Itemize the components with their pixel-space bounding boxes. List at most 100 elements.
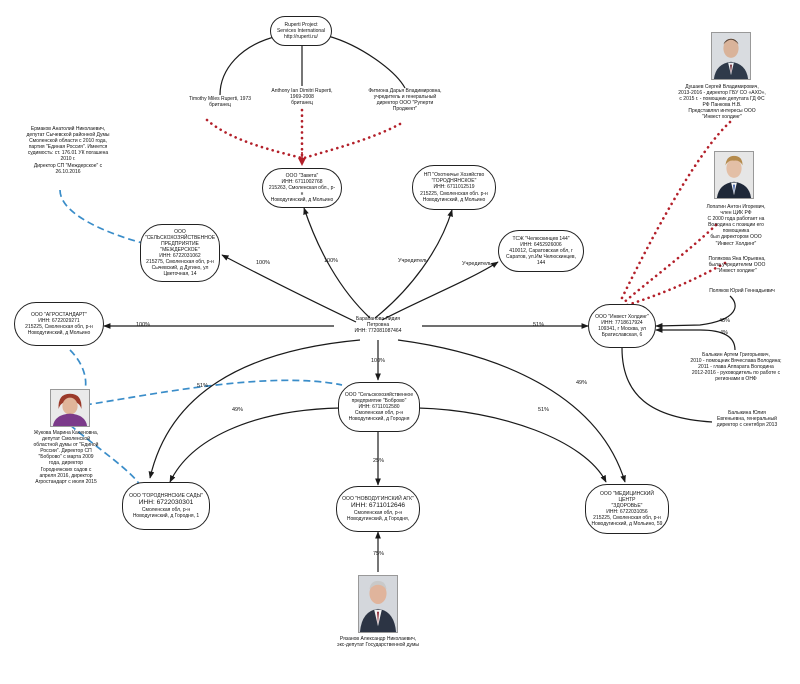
node-mezhdersky-line-3: ПРЕДПРИЯТИЕ [161, 240, 199, 247]
photo-lopatin [714, 151, 754, 199]
node-zdorovie[interactable]: ООО "МЕДИЦИНСКИЙ ЦЕНТР "ЗДОРОВЬЕ" ИНН: 6… [585, 484, 669, 534]
edge-center-mezhdersky [221, 254, 357, 323]
label-dushaev-line-2: 2013-2016 - директор ГБУ СО «АХО», [678, 90, 766, 97]
label-fitiona-line-3: директор ООО "Руперти [376, 100, 434, 107]
node-invest[interactable]: ООО "Инвест Холдинг" ИНН: 7718617924 109… [588, 304, 656, 348]
pct-agrostandart: 100% [136, 322, 151, 328]
label-polyakova-line-2: была учредителем ООО [708, 262, 766, 269]
node-invest-line-4: Братиславская, 6 [601, 332, 643, 339]
node-ruperti[interactable]: Ruperti Project Services International h… [270, 16, 332, 46]
node-agk[interactable]: ООО "НОВОДУГИНСКИЙ АГК" ИНН: 6711012646 … [336, 486, 420, 532]
node-tszh-line-5: 144 [536, 260, 546, 267]
node-zdorovie-line-5: Новодугинский, д Мольино, 59 [591, 521, 663, 528]
node-zaveta-line-2: ИНН: 6711002768 [281, 178, 323, 185]
edge-zhukova-bobrovo [84, 379, 343, 406]
label-zhukova-line-9: Агростандарт с июля 2015 [35, 478, 97, 485]
node-gorodnya-line-2: Смоленская обл, р-н [141, 507, 191, 514]
label-lopatin-line-5: помощника [722, 228, 750, 235]
label-polyakova: Полякова Яна Юрьевна, была учредителем О… [690, 256, 784, 274]
label-timothy-line-1: Timothy Miles Ruperti, 1973 [188, 96, 252, 102]
label-ermakov-line-4: партия "Единая Россия". Имеется [28, 144, 108, 151]
label-balykin-line-4: 2012-2016 - руководитель по работе с [691, 370, 781, 377]
edge-center-gorodnya [148, 339, 361, 479]
node-invest-line-1: ООО "Инвест Холдинг" [595, 313, 649, 320]
label-balykina-line-3: директор с сентября 2013 [716, 422, 778, 429]
label-zhukova: Жукова Марина Касеновна, депутат Смоленс… [22, 430, 110, 485]
edge-ruperti-timothy [219, 35, 279, 96]
edge-timothy-zaveta [205, 118, 304, 160]
node-mezhdersky-line-2: "СЕЛЬСКОХОЗЯЙСТВЕННОЕ [144, 234, 216, 241]
label-lopatin-line-7: "Инвест Холдинг" [715, 240, 757, 247]
node-zaveta[interactable]: ООО "Завета" ИНН: 6711002768 215263, Смо… [262, 168, 342, 208]
node-zaveta-line-4: Новодугинский, д Мольино [270, 197, 334, 204]
label-fitiona: Фитиона Дарья Владимировна, учредитель и… [360, 88, 450, 112]
node-gorodnya-line-1: ООО "ГОРОДНЯНСКИЕ САДЫ" [129, 492, 203, 499]
edge-ruperti-fitiona [327, 35, 406, 89]
label-zhukova-line-8: апреля 2016, директор [39, 472, 93, 479]
node-np-hunting-line-4: 215225, Смоленская обл. р-н [420, 190, 488, 197]
label-zhukova-line-3: областной думы от "Единой [33, 442, 99, 449]
label-balykina: Балыкина Юлия Евгеньевна, генеральный ди… [702, 410, 792, 428]
label-zhukova-line-5: "Боброво" с марта 2009 [38, 454, 94, 461]
label-lopatin-line-4: Володина с позиции его [708, 222, 764, 229]
node-bobrovo-line-3: ИНН: 6711012580 [358, 403, 400, 410]
label-balykin-line-1: Балыкин Артем Григорьевич, [702, 352, 770, 358]
node-mezhdersky[interactable]: ООО "СЕЛЬСКОХОЗЯЙСТВЕННОЕ ПРЕДПРИЯТИЕ "М… [140, 224, 220, 282]
node-mezhdersky-line-6: 215275, Смоленская обл, р-н [146, 259, 214, 266]
label-center-line-2: Петровна [366, 322, 390, 329]
node-zdorovie-line-2: "ЗДОРОВЬЕ" [611, 502, 643, 509]
label-ermakov: Ермаков Анатолий Николаевич, депутат Сыч… [18, 126, 118, 175]
label-balykin-line-2: 2010 - помощник Вячеслава Володина; [690, 358, 782, 365]
edge-center-zdorovie [397, 339, 626, 483]
label-polyakova-line-1: Полякова Яна Юрьевна, [708, 256, 766, 262]
label-lopatin-line-3: С 2000 года работает на [707, 216, 765, 223]
node-agk-inn: ИНН: 6711012646 [350, 501, 406, 509]
node-ruperti-line-1: Ruperti Project [284, 21, 318, 28]
label-anthony-line-1: Anthony Ian Dimitri Ruperti, [271, 88, 333, 94]
label-zhukova-line-2: депутат Смоленской [42, 436, 90, 443]
label-zhukova-line-7: Городнянских садов с [40, 466, 92, 473]
label-timothy-line-2: британец [209, 102, 231, 109]
label-zhukova-line-4: России". Директор СП [40, 448, 92, 455]
pct-zdorovie-bobrovo: 51% [538, 407, 550, 413]
label-fitiona-line-1: Фитиона Дарья Владимировна, [368, 88, 442, 94]
node-agk-line-2: Смоленская обл, р-н [353, 510, 403, 517]
node-bobrovo-line-4: Смоленская обл, р-н [354, 410, 404, 417]
edge-center-zaveta [303, 207, 371, 319]
label-center-line-3: ИНН: 772081087464 [354, 328, 402, 335]
edge-arrowhead-zaveta [298, 158, 306, 166]
edge-dushaev-invest [618, 120, 732, 304]
node-mezhdersky-line-8: Цветочная, 14 [163, 271, 197, 278]
node-gorodnya[interactable]: ООО "ГОРОДНЯНСКИЕ САДЫ" ИНН: 6722030301 … [122, 482, 210, 530]
node-tszh[interactable]: ТСЖ "Челюскинцев 144" ИНН: 6452926006 41… [498, 230, 584, 272]
node-ruperti-line-3: http://ruperti.ru/ [284, 34, 318, 41]
edge-invest-balykina [621, 347, 713, 423]
node-np-hunting-line-5: Новодугинский, д Мольино [422, 196, 486, 203]
node-zdorovie-line-1: ООО "МЕДИЦИНСКИЙ ЦЕНТР [600, 490, 654, 503]
node-np-hunting-line-1: НП "Охотничье Хозяйство [423, 172, 485, 179]
node-tszh-line-1: ТСЖ "Челюскинцев 144" [512, 235, 570, 242]
node-gorodnya-inn: ИНН: 6722030301 [138, 498, 194, 506]
edge-ermakov-mezhdersky [59, 189, 151, 246]
label-fitiona-line-4: Проджект" [392, 106, 418, 113]
label-balykina-line-1: Балыкина Юлия [728, 410, 766, 416]
photo-dushaev [711, 32, 751, 80]
node-agk-line-1: ООО "НОВОДУГИНСКИЙ АГК" [342, 495, 414, 502]
pct-nphunting-founder: Учредитель [398, 258, 429, 264]
label-zhukova-line-6: года, директор [48, 460, 84, 467]
label-balykin-line-5: регионами в ОНФ [715, 376, 757, 383]
node-mezhdersky-line-5: ИНН: 6722031062 [159, 253, 201, 259]
pct-gorodnya-center: 51% [197, 383, 209, 389]
node-mezhdersky-line-4: "МЕЖДЕРСКОЕ" [160, 246, 200, 253]
label-balykin: Балыкин Артем Григорьевич, 2010 - помощн… [680, 352, 792, 382]
node-np-hunting[interactable]: НП "Охотничье Хозяйство "ГОРОДНЯНСКОЕ" И… [412, 165, 496, 210]
node-agrostandart-line-4: Новодугинский, д Мольино [27, 330, 91, 337]
pct-mezhdersky: 100% [256, 260, 271, 266]
label-lopatin-line-2: член ЦИК РФ [720, 210, 752, 217]
node-tszh-line-2: ИНН: 6452926006 [520, 241, 562, 248]
node-zdorovie-line-3: ИНН: 6722031056 [606, 509, 648, 515]
node-bobrovo[interactable]: ООО "Сельскохозяйственное предприятие "Б… [338, 382, 420, 432]
label-dushaev-line-5: Представлял интересы ООО [688, 108, 756, 115]
node-agrostandart[interactable]: ООО "АГРОСТАНДАРТ" ИНН: 6722029271 21522… [14, 302, 104, 346]
label-dushaev-line-1: Душаев Сергей Владимирович, [685, 84, 759, 90]
